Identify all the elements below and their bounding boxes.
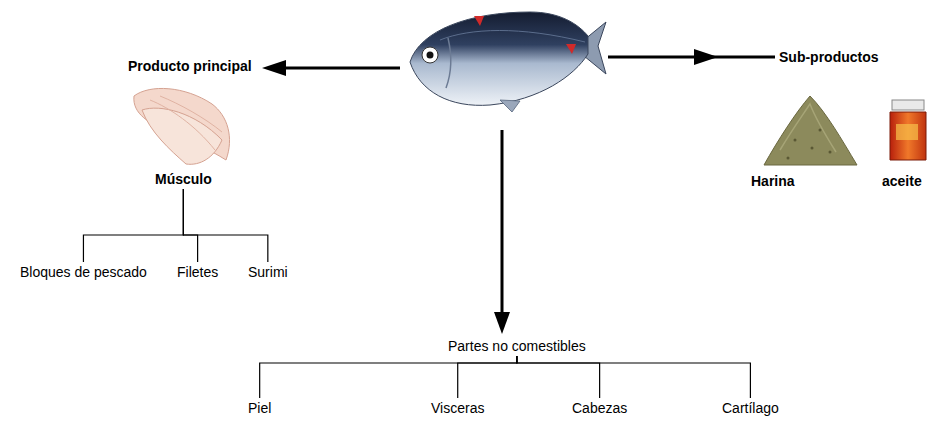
tree-root: Partes no comestibles bbox=[445, 337, 589, 355]
fillet-picture bbox=[134, 88, 230, 164]
tree-item: Cartílago bbox=[719, 399, 782, 417]
tree-line bbox=[183, 189, 197, 262]
fish-picture bbox=[410, 12, 606, 112]
tree-line bbox=[183, 189, 267, 262]
tree-item: Surimi bbox=[245, 263, 291, 281]
oil-jar-picture bbox=[890, 100, 926, 160]
item-text: Filetes bbox=[177, 264, 218, 280]
heading-label: Producto principal bbox=[125, 57, 255, 75]
tree-item: Cabezas bbox=[569, 399, 630, 417]
item-text: Partes no comestibles bbox=[448, 338, 586, 354]
label-text: Producto principal bbox=[128, 58, 252, 74]
item-text: Bloques de pescado bbox=[20, 264, 147, 280]
tree-root: Músculo bbox=[152, 170, 215, 188]
item-text: Surimi bbox=[248, 264, 288, 280]
heading-label: Harina bbox=[748, 172, 798, 190]
item-text: Piel bbox=[248, 400, 271, 416]
tree-line bbox=[83, 189, 183, 262]
tree-line bbox=[260, 356, 517, 398]
item-text: Visceras bbox=[431, 400, 484, 416]
heading-label: Sub-productos bbox=[776, 48, 882, 66]
tree-line bbox=[517, 356, 751, 398]
heading-label: aceite bbox=[879, 172, 925, 190]
tree-line bbox=[458, 356, 517, 398]
tree-item: Piel bbox=[245, 399, 274, 417]
item-text: Cartílago bbox=[722, 400, 779, 416]
label-text: Harina bbox=[751, 173, 795, 189]
item-text: Músculo bbox=[155, 171, 212, 187]
flour-picture bbox=[764, 96, 857, 165]
label-text: aceite bbox=[882, 173, 922, 189]
tree-line bbox=[517, 356, 600, 398]
tree-item: Filetes bbox=[174, 263, 221, 281]
fish-arrows bbox=[262, 49, 775, 334]
label-text: Sub-productos bbox=[779, 49, 879, 65]
item-text: Cabezas bbox=[572, 400, 627, 416]
tree-item: Visceras bbox=[428, 399, 487, 417]
tree-item: Bloques de pescado bbox=[17, 263, 150, 281]
